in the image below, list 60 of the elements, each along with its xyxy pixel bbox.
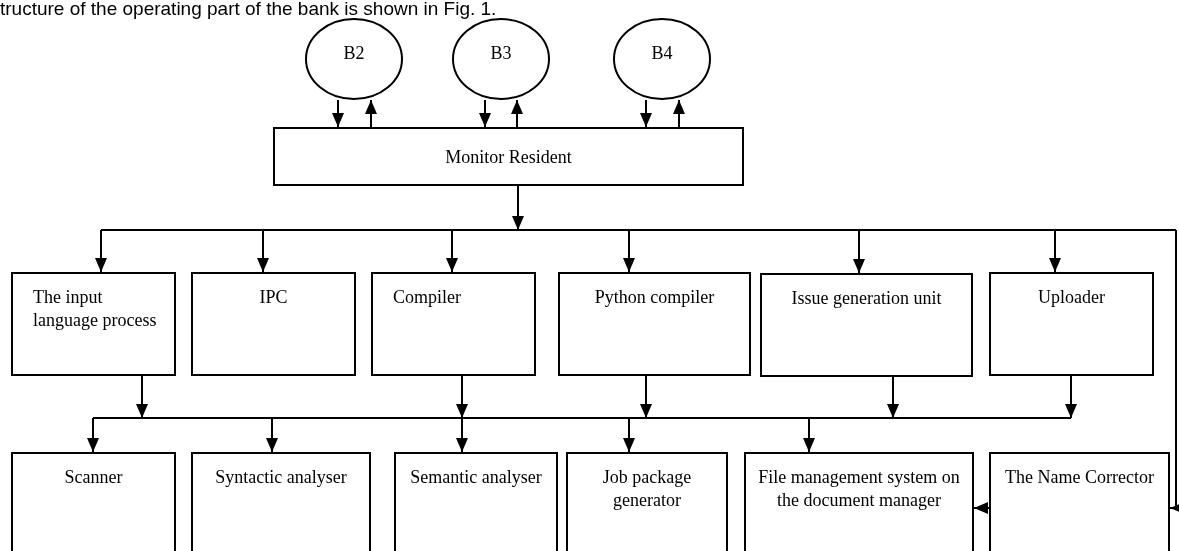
node-label: IPC (258, 286, 289, 309)
node-label: Job package generator (601, 466, 693, 512)
arrow (623, 417, 635, 453)
arrow (803, 417, 815, 453)
process-box (989, 272, 1154, 376)
arrow (640, 99, 652, 128)
arrow (365, 99, 377, 128)
caption-text: tructure of the operating part of the bank is shown in Fig. 1. (0, 0, 497, 19)
node-label: B2 (342, 42, 366, 65)
arrow (512, 185, 524, 231)
process-box (989, 452, 1170, 551)
node-label: Semantic analyser (409, 466, 543, 489)
arrow (673, 99, 685, 128)
arrow (1049, 229, 1061, 273)
process-box (11, 452, 176, 551)
process-box (11, 272, 176, 376)
process-box (371, 272, 536, 376)
node-label: File management system on the document manager (757, 466, 961, 512)
arrow (257, 229, 269, 273)
arrow (446, 229, 458, 273)
node-label: B3 (489, 42, 513, 65)
node-label: Compiler (393, 286, 462, 309)
arrow (1169, 229, 1179, 514)
arrow (95, 229, 107, 273)
arrow (479, 99, 491, 128)
arrow (332, 99, 344, 128)
node-label: Uploader (1037, 286, 1106, 309)
circle-node (613, 18, 711, 100)
node-label: The input language process (33, 286, 158, 332)
node-label: The Name Corrector (1004, 466, 1155, 489)
process-box (558, 272, 751, 376)
circle-node (452, 18, 550, 100)
node-label: B4 (650, 42, 674, 65)
arrow (456, 417, 468, 453)
arrow (1065, 375, 1077, 419)
arrow (853, 229, 865, 274)
process-box (273, 127, 744, 186)
node-label: Monitor Resident (444, 146, 573, 169)
connector-line (100, 229, 1177, 231)
node-label: Syntactic analyser (214, 466, 348, 489)
process-box (191, 272, 356, 376)
arrow (640, 375, 652, 419)
node-label: Issue generation unit (790, 287, 943, 310)
arrow (887, 376, 899, 419)
arrow (511, 99, 523, 128)
arrow (973, 502, 990, 514)
arrow (87, 417, 99, 453)
process-box (744, 452, 974, 551)
node-label: Scanner (63, 466, 124, 489)
process-box (760, 273, 973, 377)
arrow (266, 417, 278, 453)
arrow (623, 229, 635, 273)
process-box (191, 452, 371, 551)
circle-node (305, 18, 403, 100)
arrow (136, 375, 148, 419)
process-box (566, 452, 728, 551)
process-box (394, 452, 558, 551)
node-label: Python compiler (593, 286, 716, 309)
connector-line (92, 417, 1072, 419)
arrow (456, 375, 468, 419)
